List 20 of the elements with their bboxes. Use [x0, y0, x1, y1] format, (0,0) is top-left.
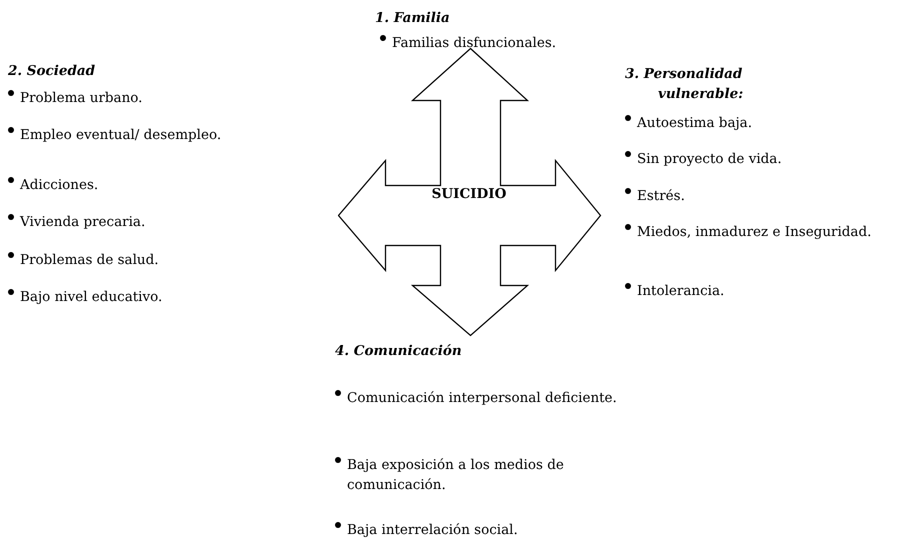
list-item: Bajo nivel educativo. — [8, 287, 260, 307]
list-item: Comunicación interpersonal deficiente. — [335, 388, 617, 408]
list-item: Familias disfuncionales. — [380, 33, 592, 53]
list-item: Estrés. — [625, 186, 905, 206]
list-item: Miedos, inmadurez e Inseguridad. — [625, 222, 905, 242]
list-item: Adicciones. — [8, 175, 260, 195]
group-heading: 3. Personalidad vulnerable: — [625, 65, 744, 104]
list-item: Baja exposición a los medios de comunicación. — [335, 455, 617, 495]
group-heading: 4. Comunicación — [335, 342, 463, 361]
list-item: Baja interrelación social. — [335, 520, 617, 540]
center-label: SUICIDIO — [432, 186, 506, 202]
list-item: Problemas de salud. — [8, 250, 260, 270]
list-item: Problema urbano. — [8, 88, 260, 108]
group-heading: 2. Sociedad — [8, 62, 96, 81]
list-item: Intolerancia. — [625, 281, 905, 301]
list-item: Sin proyecto de vida. — [625, 149, 905, 169]
list-item: Empleo eventual/ desempleo. — [8, 125, 260, 145]
list-item: Vivienda precaria. — [8, 212, 260, 232]
group-heading: 1. Familia — [375, 9, 451, 28]
list-item: Autoestima baja. — [625, 113, 905, 133]
